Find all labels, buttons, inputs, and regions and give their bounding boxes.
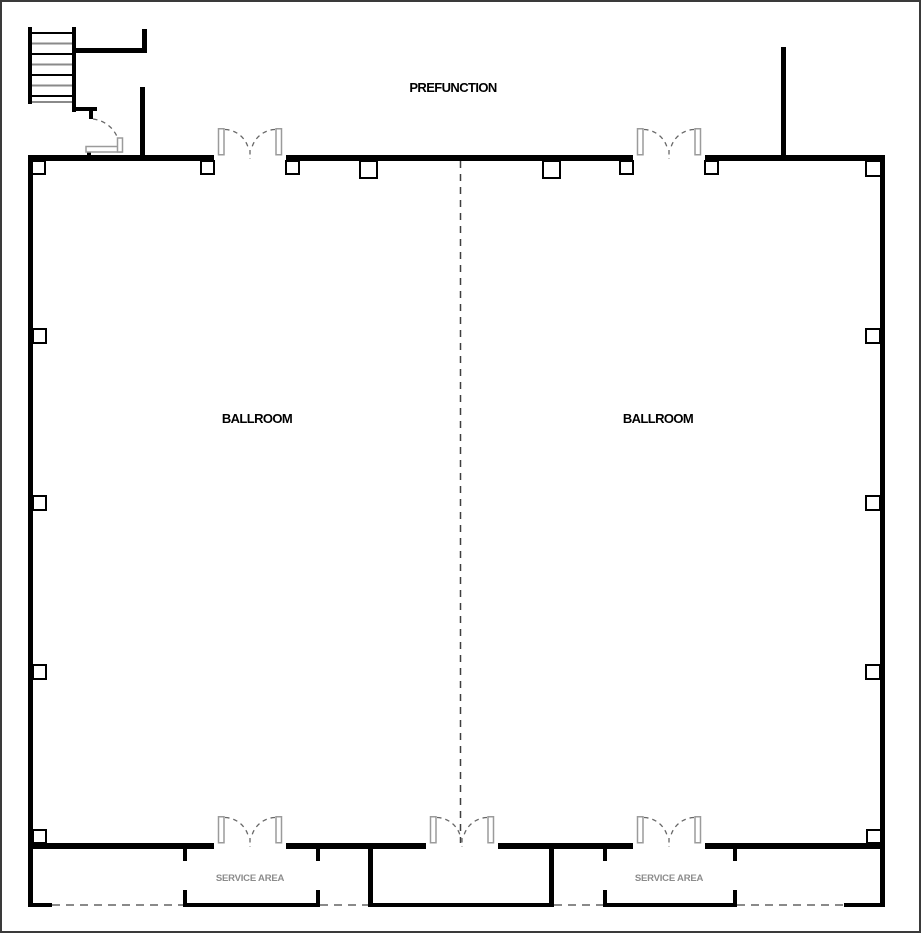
double-door-top-left bbox=[217, 128, 283, 160]
wall-pilasters bbox=[31, 160, 882, 844]
single-door bbox=[85, 118, 124, 153]
prefunction-walls-left bbox=[72, 29, 147, 155]
service-area-left-walls bbox=[183, 849, 320, 907]
double-door-top-right bbox=[636, 128, 702, 160]
service-area-left-label: SERVICE AREA bbox=[215, 873, 285, 884]
center-storage-room-walls bbox=[368, 849, 554, 907]
double-door-bottom-center bbox=[429, 816, 495, 848]
exterior-walls bbox=[28, 155, 885, 907]
service-area-right-walls bbox=[603, 849, 737, 907]
prefunction-label: PREFUNCTION bbox=[409, 80, 497, 95]
ballroom-right-label: BALLROOM bbox=[622, 411, 694, 426]
double-door-bottom-left bbox=[217, 816, 283, 848]
ballroom-left-label: BALLROOM bbox=[221, 411, 293, 426]
south-boundary bbox=[28, 903, 885, 907]
double-door-bottom-right bbox=[636, 816, 702, 848]
service-area-right-label: SERVICE AREA bbox=[634, 873, 704, 884]
stairs bbox=[28, 27, 76, 104]
prefunction-wall-right bbox=[781, 47, 786, 155]
